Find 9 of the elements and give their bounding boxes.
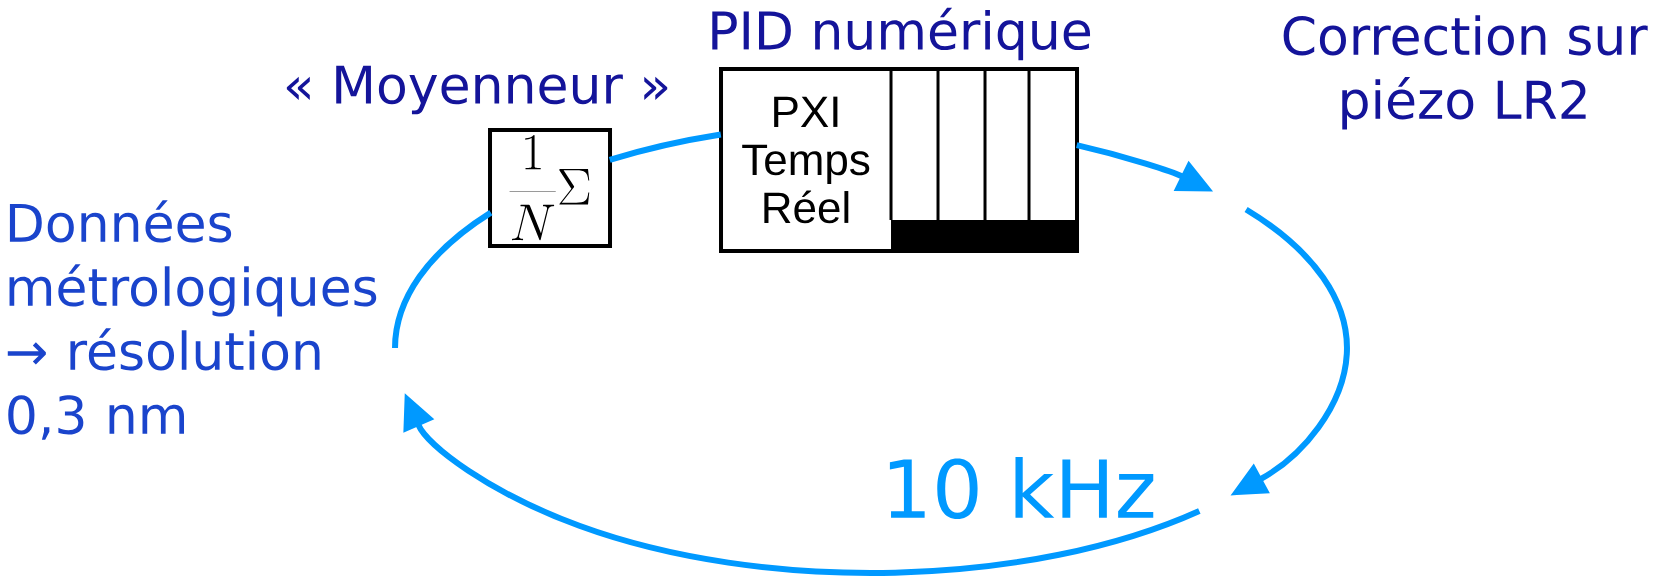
averager-box: $\frac{1}{N}\Sigma$ [488,128,612,248]
connector-line [392,210,493,349]
connector-line [608,131,722,163]
annotation-text: Données métrologiques → résolution 0,3 nm [7,200,377,440]
box-title: « Moyenneur » [286,65,668,115]
annotation-text: Correction sur piézo LR2 [1283,15,1648,130]
pid-box: PXI Temps Réel [719,67,1079,253]
frequency-label: 10 kHz [889,457,1154,519]
box-title: PID numérique [712,7,1091,61]
